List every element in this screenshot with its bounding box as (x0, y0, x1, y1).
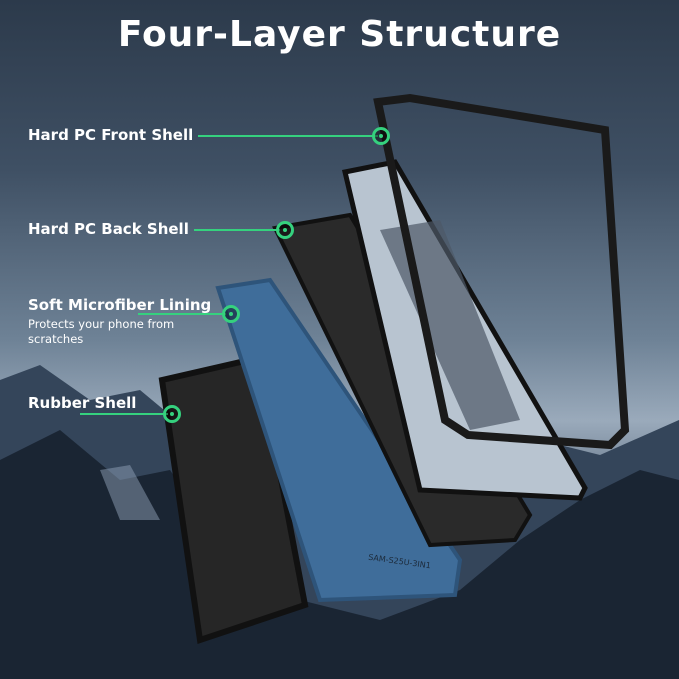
label-rubber-shell: Rubber Shell (28, 394, 137, 412)
pointer-line (198, 135, 378, 137)
label-back-shell: Hard PC Back Shell (28, 220, 189, 238)
marker-icon (222, 305, 240, 323)
pointer-line (138, 313, 226, 315)
snow-highlights (100, 465, 160, 520)
marker-icon (276, 221, 294, 239)
pointer-line (194, 229, 280, 231)
marker-icon (163, 405, 181, 423)
pointer-line (80, 413, 168, 415)
label-description: Protects your phone from scratches (28, 317, 175, 346)
label-microfiber-lining: Soft Microfiber Lining (28, 296, 212, 314)
label-front-shell: Hard PC Front Shell (28, 126, 194, 144)
microfiber-lining (215, 277, 463, 603)
marker-icon (372, 127, 390, 145)
front-shell (373, 93, 630, 450)
page-title: Four-Layer Structure (117, 14, 562, 55)
mountains-front (0, 430, 679, 679)
